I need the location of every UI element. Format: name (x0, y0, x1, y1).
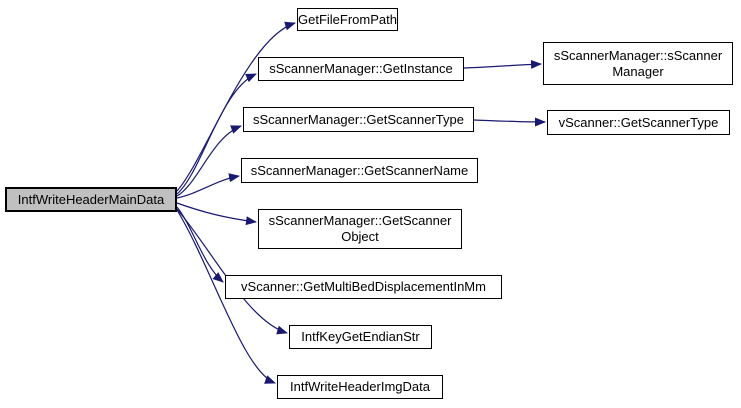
node-getmultibeddisplacementinmm[interactable]: vScanner::GetMultiBedDisplacementInMm (225, 275, 502, 299)
node-label-line1: sScannerManager::sScanner (553, 47, 723, 63)
node-label-line2: Manager (612, 63, 664, 79)
node-getinstance[interactable]: sScannerManager::GetInstance (258, 57, 464, 81)
edge-main-getmultibed (176, 206, 224, 283)
node-label: sScannerManager::GetScannerType (252, 111, 464, 127)
node-vscanner-getscannertype[interactable]: vScanner::GetScannerType (547, 110, 730, 135)
node-scannermanager-constructor[interactable]: sScannerManager::sScanner Manager (543, 42, 733, 85)
edge-getinstance-scannermanagerctor (463, 59, 542, 69)
edge-main-getscannertype (176, 125, 242, 197)
node-label: sScannerManager::GetScannerName (250, 162, 469, 178)
edge-main-intfwriteheaderimgdata (176, 209, 276, 384)
edge-main-getscannername (176, 173, 240, 199)
edge-main-getinstance (176, 73, 257, 195)
node-label-line2: Object (341, 229, 379, 244)
node-label: IntfWriteHeaderMainData (17, 191, 165, 207)
node-getscannername[interactable]: sScannerManager::GetScannerName (241, 158, 478, 183)
edge-main-getscannerobject (176, 202, 257, 226)
edge-getscannertype-vscannergetscannertype (473, 117, 546, 127)
node-getfilefrompath[interactable]: GetFileFromPath (297, 8, 398, 31)
node-label: IntfKeyGetEndianStr (301, 329, 420, 344)
node-label: sScannerManager::GetInstance (269, 61, 453, 76)
node-intfwriteheadermaindata: IntfWriteHeaderMainData (5, 187, 177, 212)
node-label: vScanner::GetMultiBedDisplacementInMm (241, 279, 486, 294)
node-label: vScanner::GetScannerType (558, 114, 719, 130)
node-label-line1: sScannerManager::GetScanner (268, 213, 452, 228)
node-label: GetFileFromPath (298, 11, 397, 27)
node-label: IntfWriteHeaderImgData (290, 379, 430, 394)
node-intfkeygetendianstr[interactable]: IntfKeyGetEndianStr (289, 325, 432, 349)
node-intfwriteheaderimgdata[interactable]: IntfWriteHeaderImgData (277, 375, 443, 399)
node-getscannertype[interactable]: sScannerManager::GetScannerType (243, 107, 474, 132)
node-getscannerobject[interactable]: sScannerManager::GetScanner Object (258, 209, 462, 249)
